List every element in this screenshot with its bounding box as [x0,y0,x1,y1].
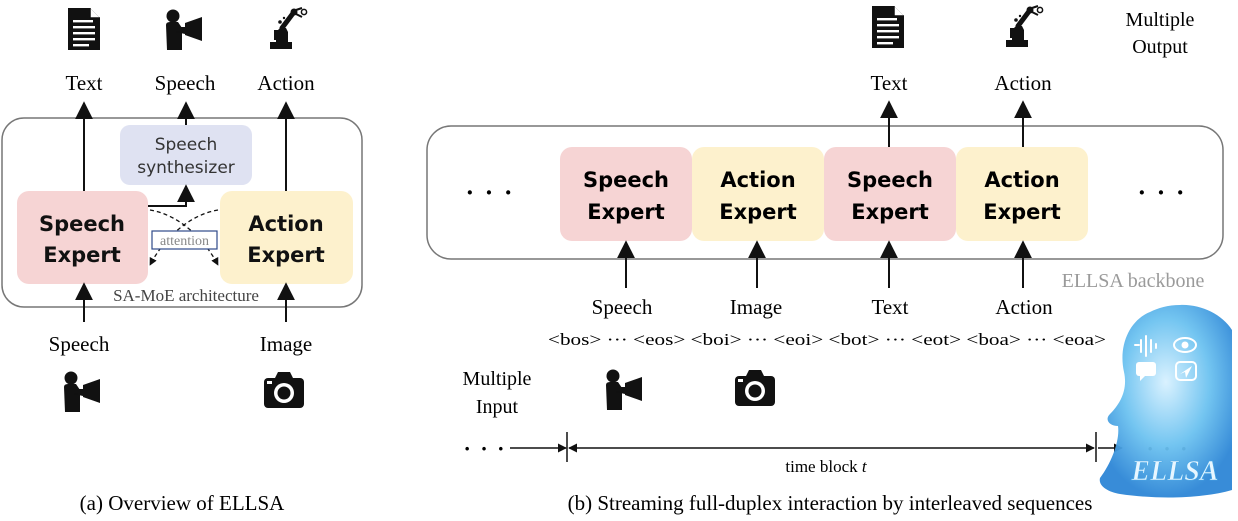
time-block-label: time block t [785,457,867,476]
output-label-text-b: Text [870,71,907,95]
panel-b: Multiple Output Text Action · · · · · · … [426,5,1232,515]
multiple-output-line1: Multiple [1126,9,1195,31]
output-label-text: Text [65,71,102,95]
multiple-input-line2: Input [476,396,519,418]
input-label-4: Action [995,295,1053,319]
multiple-output-line2: Output [1132,36,1188,58]
expert-1-line2: Expert [587,200,665,224]
arch-label: SA-MoE architecture [113,286,259,305]
multiple-input-line1: Multiple [463,368,532,390]
logo-text: ELLSA [1130,456,1218,487]
expert-3-line1: Speech [847,168,933,192]
expert-box-3 [824,147,956,241]
ellipsis-left: · · · [465,178,514,207]
action-expert-line2: Expert [247,243,325,267]
robot-arm-icon [1006,6,1043,47]
camera-icon [735,370,775,406]
speech-synth-line1: Speech [155,135,218,155]
expert-3-line2: Expert [851,200,929,224]
panel-a: Text Speech Action Speech synthesizer Sp… [1,7,363,515]
token-row: <bos> ··· <eos> <boi> ··· <eoi> <bot> ··… [548,330,1106,349]
input-label-2: Image [730,295,782,319]
backbone-label: ELLSA backbone [1062,270,1205,292]
document-icon [871,5,905,49]
input-label-speech: Speech [49,332,110,356]
backbone-frame [426,125,1224,260]
caption-b: (b) Streaming full-duplex interaction by… [568,491,1093,515]
ellsa-logo-icon: ELLSA [1099,304,1232,498]
expert-box-4 [956,147,1088,241]
timeline-ellipsis-left: · · · [463,436,506,461]
attention-label-box [151,230,218,250]
speaker-megaphone-icon [166,9,202,50]
arrow-expert-to-synth [148,184,195,207]
output-label-action: Action [257,71,315,95]
speaker-megaphone-icon [606,369,642,410]
camera-icon [264,372,304,408]
input-label-3: Text [871,295,908,319]
action-expert-box [220,191,353,284]
expert-2-line2: Expert [719,200,797,224]
speech-expert-line2: Expert [43,243,121,267]
attention-arrow-a2s [149,209,219,266]
action-expert-line1: Action [248,212,323,236]
attention-arrow-s2a [149,209,219,266]
robot-arm-icon [270,8,307,49]
speaker-megaphone-icon [64,371,100,412]
expert-4-line2: Expert [983,200,1061,224]
attention-label: attention [160,234,209,249]
expert-4-line1: Action [984,168,1059,192]
expert-box-2 [692,147,824,241]
input-label-image: Image [260,332,312,356]
output-label-action-b: Action [994,71,1052,95]
expert-1-line1: Speech [583,168,669,192]
speech-synth-line2: synthesizer [137,158,235,178]
caption-a: (a) Overview of ELLSA [80,491,286,515]
ellipsis-right: · · · [1137,178,1186,207]
expert-2-line1: Action [720,168,795,192]
expert-box-1 [560,147,692,241]
speech-synthesizer-box [120,125,252,185]
input-label-1: Speech [592,295,653,319]
speech-expert-line1: Speech [39,212,125,236]
output-label-speech: Speech [155,71,216,95]
document-icon [67,7,101,51]
speech-expert-box [17,191,148,284]
